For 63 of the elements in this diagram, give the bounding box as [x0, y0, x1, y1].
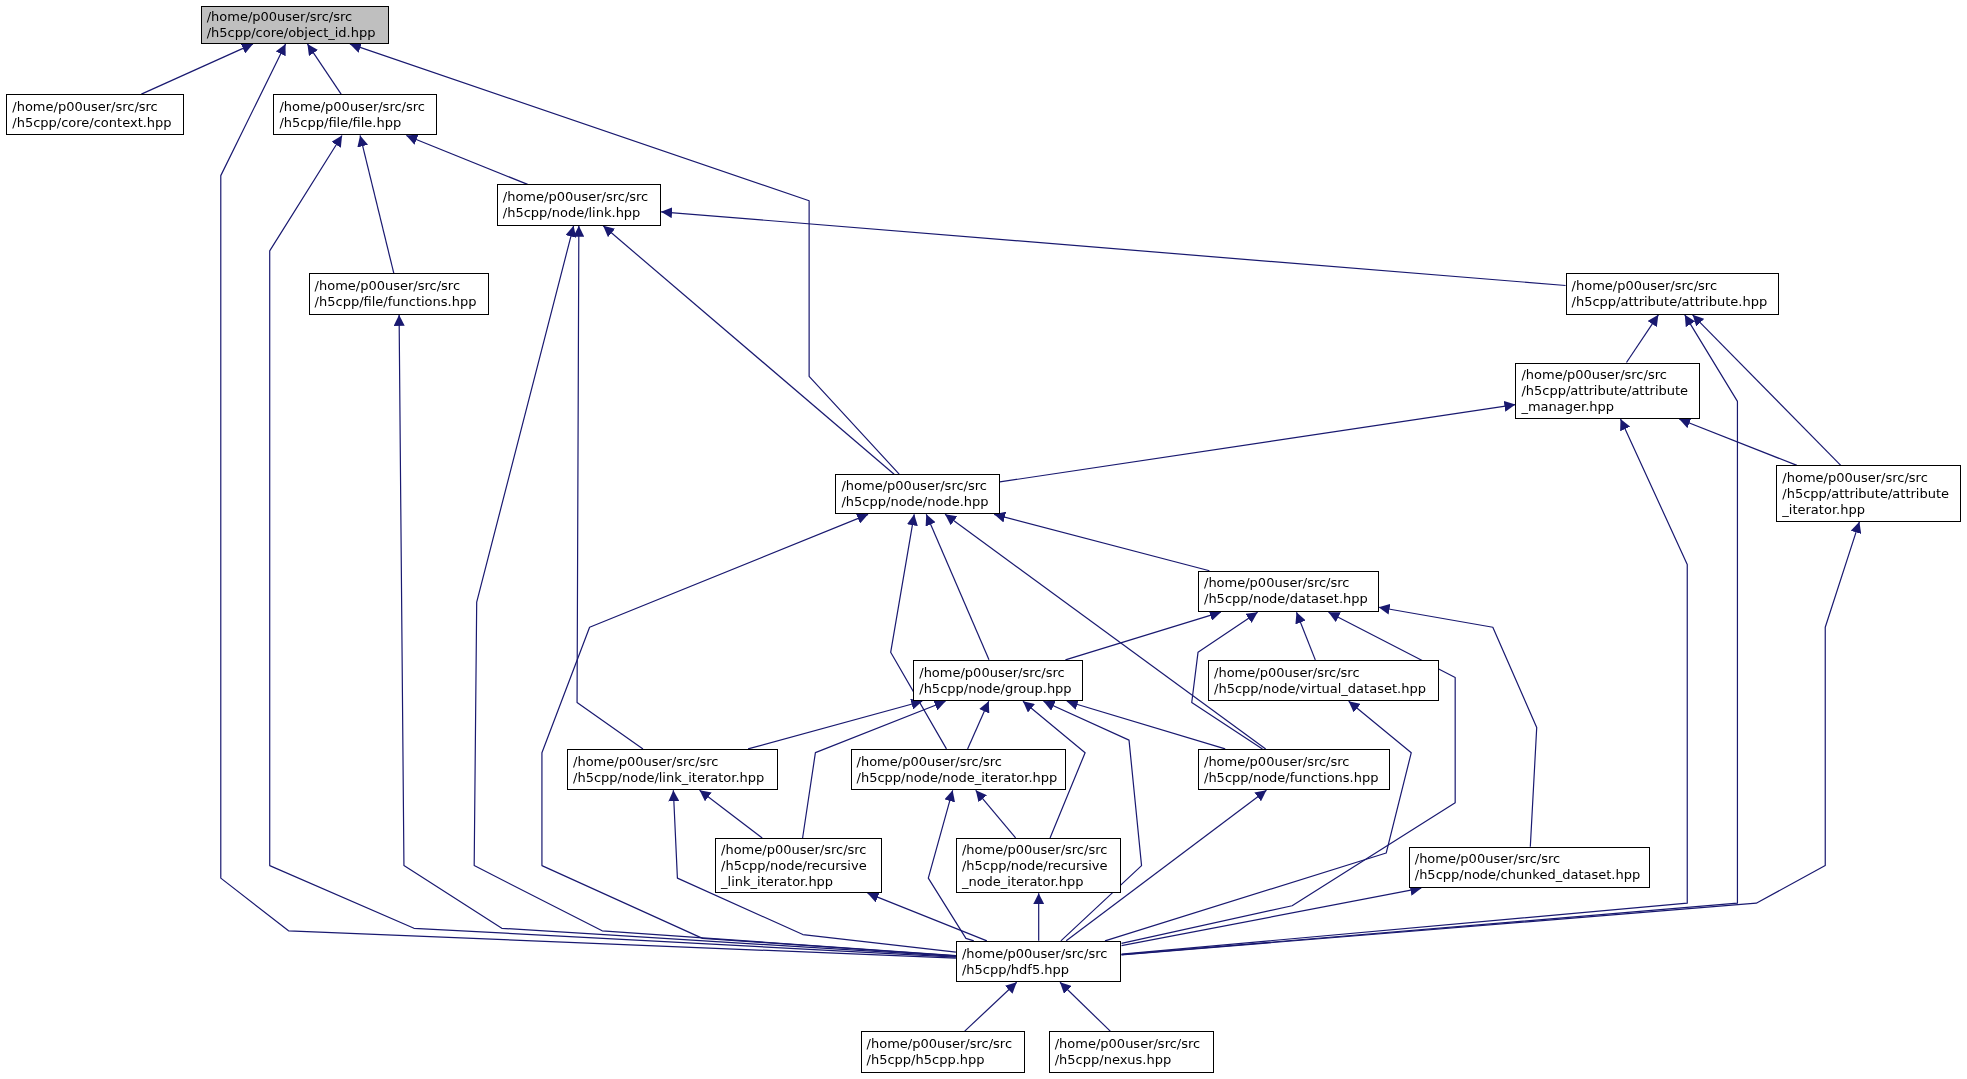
arrow — [1042, 700, 1143, 942]
file-box: /home/p00user/src/src /h5cpp/hdf5.hpp — [955, 940, 1122, 983]
file-box: /home/p00user/src/src /h5cpp/node/link.hpp — [496, 184, 662, 226]
arrow — [1191, 611, 1264, 750]
file-box: /home/p00user/src/src /h5cpp/node/link_iterator.hpp — [567, 748, 778, 791]
arrow — [405, 134, 529, 185]
file-box: /home/p00user/src/src /h5cpp/attribute/attribute _iterator.hpp — [1776, 465, 1961, 522]
arrow — [357, 134, 395, 275]
file-box: /home/p00user/src/src /h5cpp/attribute/attribute _manager.hpp — [1515, 362, 1700, 419]
file-box: /home/p00user/src/src /h5cpp/core/context.hpp — [6, 94, 185, 136]
file-box: /home/p00user/src/src /h5cpp/core/object_id.hpp — [200, 6, 389, 44]
arrow — [999, 400, 1516, 483]
arrow — [1065, 789, 1268, 942]
arrow — [1678, 417, 1798, 466]
arrow — [944, 513, 1267, 750]
arrow — [306, 43, 342, 95]
arrow — [747, 698, 923, 750]
arrow — [349, 42, 900, 475]
arrow — [1022, 700, 1086, 839]
file-box: /home/p00user/src/src /h5cpp/node/virtual_dataset.hpp — [1208, 659, 1439, 702]
arrow — [573, 225, 644, 750]
arrow — [1064, 610, 1222, 661]
file-box: /home/p00user/src/src /h5cpp/node/node.hpp — [835, 474, 1000, 515]
arrow — [964, 981, 1018, 1032]
arrow — [1295, 611, 1316, 661]
file-box: /home/p00user/src/src /h5cpp/attribute/attribute.hpp — [1565, 273, 1779, 315]
arrow — [220, 43, 957, 959]
arrow — [1378, 603, 1538, 848]
arrow — [890, 513, 948, 750]
arrow — [1120, 418, 1688, 955]
arrow — [1120, 521, 1862, 956]
arrow — [393, 314, 957, 957]
arrow — [925, 513, 990, 661]
arrow — [967, 700, 990, 750]
file-box: /home/p00user/src/src /h5cpp/node/node_iterator.hpp — [850, 748, 1067, 791]
arrow — [1033, 892, 1045, 942]
arrow — [993, 511, 1210, 572]
arrow — [927, 789, 975, 942]
file-box: /home/p00user/src/src /h5cpp/node/recursive _link_iterator.hpp — [715, 837, 882, 894]
file-box: /home/p00user/src/src /h5cpp/h5cpp.hpp — [860, 1031, 1025, 1073]
arrow — [1625, 314, 1659, 364]
arrow — [1066, 699, 1226, 750]
arrow — [1104, 700, 1412, 942]
arrow — [602, 225, 895, 475]
file-box: /home/p00user/src/src /h5cpp/node/dataset.hpp — [1198, 570, 1379, 613]
arrow — [269, 134, 957, 958]
arrow — [1120, 611, 1456, 944]
file-box: /home/p00user/src/src /h5cpp/nexus.hpp — [1048, 1031, 1215, 1073]
file-box: /home/p00user/src/src /h5cpp/node/functions.hpp — [1198, 748, 1390, 791]
arrow — [1691, 314, 1842, 466]
arrow — [866, 892, 988, 942]
file-box: /home/p00user/src/src /h5cpp/file/file.hpp — [273, 94, 437, 136]
arrow — [660, 207, 1567, 287]
file-box: /home/p00user/src/src /h5cpp/node/group.hpp — [913, 659, 1083, 702]
arrow — [699, 789, 763, 839]
arrow — [140, 43, 254, 95]
file-box: /home/p00user/src/src /h5cpp/file/functions.hpp — [308, 273, 490, 315]
file-box: /home/p00user/src/src /h5cpp/node/chunked_dataset.hpp — [1408, 846, 1650, 889]
arrow — [802, 700, 947, 839]
arrow — [668, 789, 957, 953]
arrow — [975, 789, 1017, 839]
arrow — [1059, 981, 1111, 1032]
file-box: /home/p00user/src/src /h5cpp/node/recursive _node_iterator.hpp — [955, 837, 1122, 894]
